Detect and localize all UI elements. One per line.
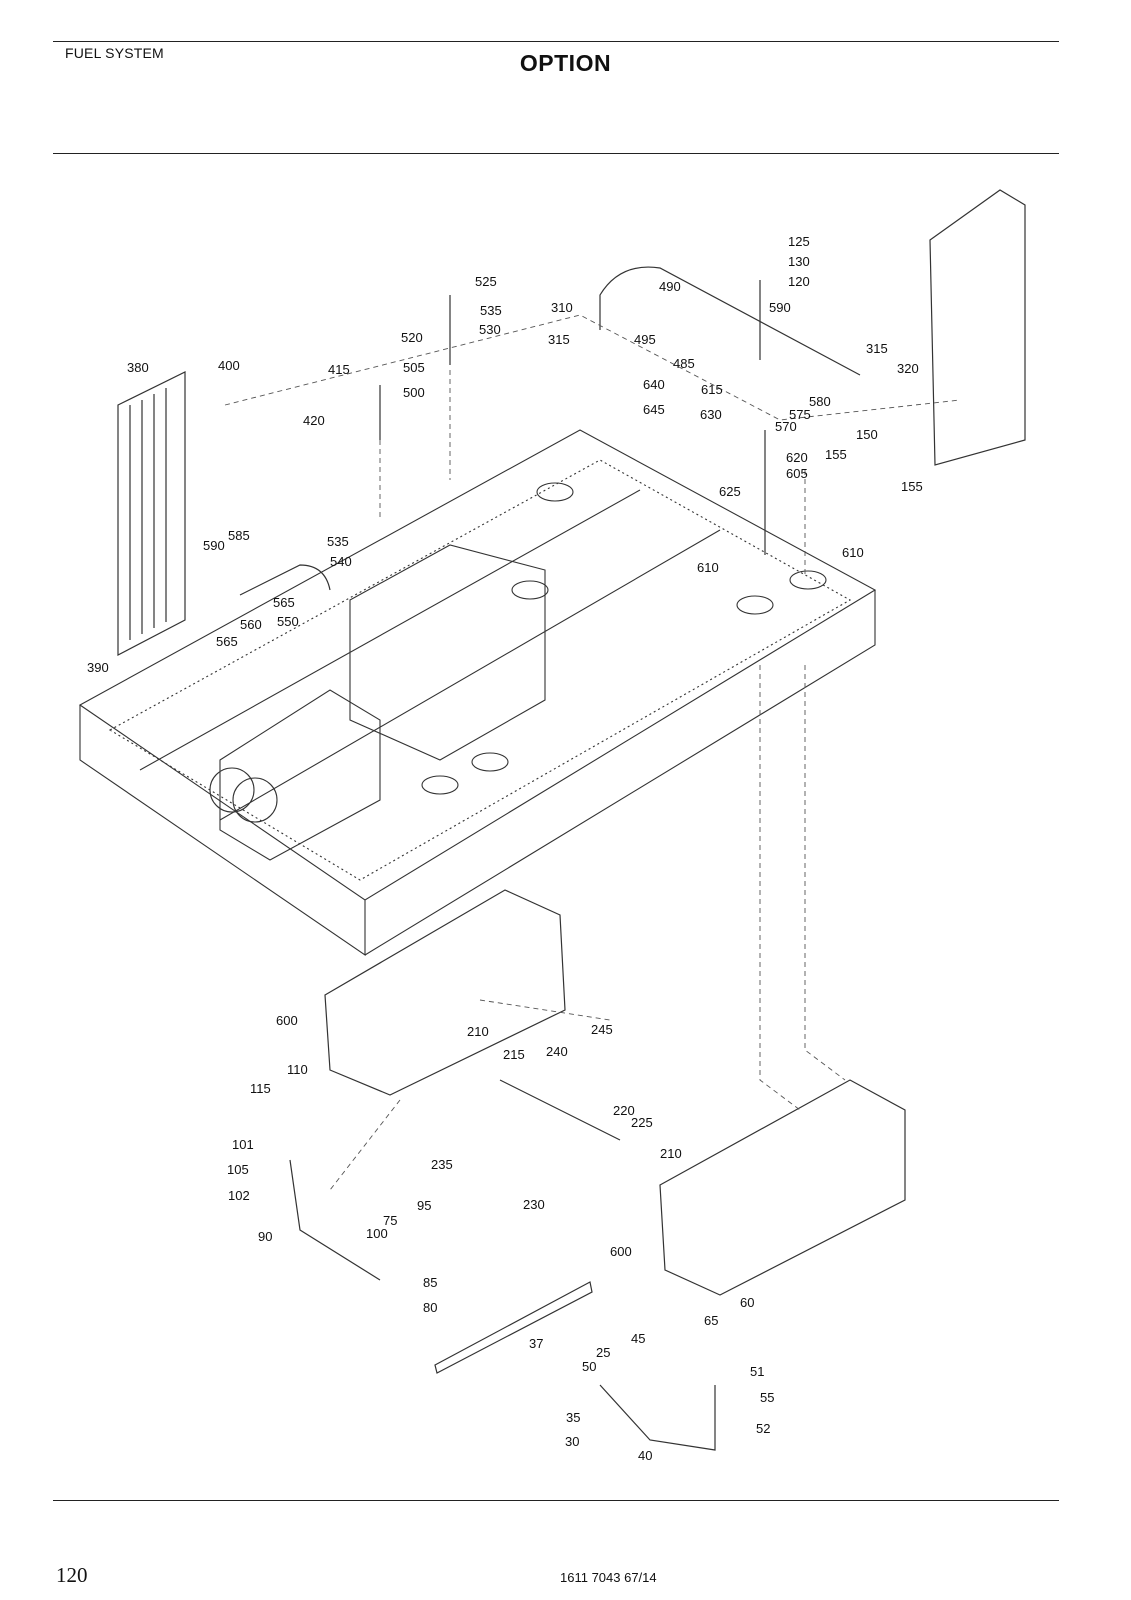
callout-label: 100 xyxy=(366,1226,388,1241)
callout-label: 600 xyxy=(610,1244,632,1259)
callout-label: 420 xyxy=(303,413,325,428)
callout-label: 210 xyxy=(660,1146,682,1161)
callout-label: 235 xyxy=(431,1157,453,1172)
callout-label: 620 xyxy=(786,450,808,465)
callout-label: 565 xyxy=(216,634,238,649)
callout-label: 55 xyxy=(760,1390,774,1405)
callout-label: 535 xyxy=(480,303,502,318)
callout-label: 85 xyxy=(423,1275,437,1290)
callout-label: 102 xyxy=(228,1188,250,1203)
callout-label: 550 xyxy=(277,614,299,629)
callout-label: 530 xyxy=(479,322,501,337)
header-top-rule xyxy=(53,41,1059,42)
callout-label: 37 xyxy=(529,1336,543,1351)
callout-label: 605 xyxy=(786,466,808,481)
callout-label: 80 xyxy=(423,1300,437,1315)
engine-drawing xyxy=(209,544,546,861)
callout-label: 75 xyxy=(383,1213,397,1228)
callout-label: 245 xyxy=(591,1022,613,1037)
callout-label: 155 xyxy=(825,447,847,462)
callout-label: 505 xyxy=(403,360,425,375)
callout-label: 105 xyxy=(227,1162,249,1177)
callout-label: 615 xyxy=(701,382,723,397)
callout-label: 600 xyxy=(276,1013,298,1028)
callout-label: 215 xyxy=(503,1047,525,1062)
callout-label: 225 xyxy=(631,1115,653,1130)
callout-label: 320 xyxy=(897,361,919,376)
header-bottom-rule xyxy=(53,153,1059,154)
callout-label: 400 xyxy=(218,358,240,373)
callout-label: 52 xyxy=(756,1421,770,1436)
callout-label: 130 xyxy=(788,254,810,269)
callout-label: 310 xyxy=(551,300,573,315)
callout-label: 90 xyxy=(258,1229,272,1244)
callout-label: 380 xyxy=(127,360,149,375)
callout-label: 610 xyxy=(697,560,719,575)
page-number: 120 xyxy=(56,1563,88,1587)
callout-label: 495 xyxy=(634,332,656,347)
callout-label: 525 xyxy=(475,274,497,289)
callout-label: 575 xyxy=(789,407,811,422)
callout-label: 500 xyxy=(403,385,425,400)
radiator-drawing xyxy=(117,371,186,656)
callout-label: 315 xyxy=(548,332,570,347)
callout-label: 580 xyxy=(809,394,831,409)
callout-label: 150 xyxy=(856,427,878,442)
callout-label: 30 xyxy=(565,1434,579,1449)
callout-label: 155 xyxy=(901,479,923,494)
tank-drawing xyxy=(289,189,1026,1451)
callout-label: 640 xyxy=(643,377,665,392)
callout-label: 65 xyxy=(704,1313,718,1328)
callout-label: 565 xyxy=(273,595,295,610)
callout-label: 60 xyxy=(740,1295,754,1310)
callout-label: 490 xyxy=(659,279,681,294)
callout-label: 120 xyxy=(788,274,810,289)
callout-label: 25 xyxy=(596,1345,610,1360)
pipes-drawing xyxy=(239,266,861,1141)
callout-labels: 125 130 120 525 535 530 490 310 590 520 … xyxy=(87,234,923,1463)
callout-label: 210 xyxy=(467,1024,489,1039)
page-title: OPTION xyxy=(519,50,612,76)
callout-label: 35 xyxy=(566,1410,580,1425)
callout-label: 230 xyxy=(523,1197,545,1212)
callout-label: 45 xyxy=(631,1331,645,1346)
callout-label: 101 xyxy=(232,1137,254,1152)
callout-label: 610 xyxy=(842,545,864,560)
callout-label: 540 xyxy=(330,554,352,569)
callout-label: 625 xyxy=(719,484,741,499)
callout-label: 315 xyxy=(866,341,888,356)
chassis-frame-drawing xyxy=(78,429,877,957)
document-code: 1611 7043 67/14 xyxy=(560,1570,657,1585)
callout-label: 520 xyxy=(401,330,423,345)
callout-label: 415 xyxy=(328,362,350,377)
callout-label: 220 xyxy=(613,1103,635,1118)
callout-label: 240 xyxy=(546,1044,568,1059)
callout-label: 115 xyxy=(250,1081,271,1096)
callout-label: 50 xyxy=(582,1359,596,1374)
callout-label: 51 xyxy=(750,1364,764,1379)
callout-label: 390 xyxy=(87,660,109,675)
dashed-leader-lines xyxy=(224,314,961,1191)
callout-label: 570 xyxy=(775,419,797,434)
callout-label: 590 xyxy=(769,300,791,315)
callout-label: 535 xyxy=(327,534,349,549)
callout-label: 645 xyxy=(643,402,665,417)
callout-label: 585 xyxy=(228,528,250,543)
callout-label: 630 xyxy=(700,407,722,422)
callout-label: 110 xyxy=(287,1062,308,1077)
callout-label: 40 xyxy=(638,1448,652,1463)
footer-rule xyxy=(53,1500,1059,1501)
callout-label: 485 xyxy=(673,356,695,371)
callout-label: 125 xyxy=(788,234,810,249)
callout-label: 590 xyxy=(203,538,225,553)
section-label: FUEL SYSTEM xyxy=(65,45,164,61)
callout-label: 95 xyxy=(417,1198,431,1213)
callout-label: 560 xyxy=(240,617,262,632)
